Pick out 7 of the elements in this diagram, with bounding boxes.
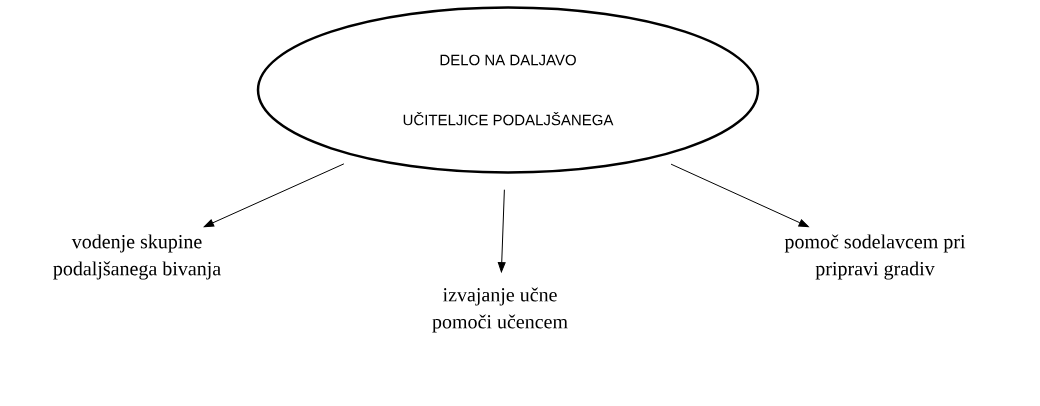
arrow [497,189,506,273]
ellipse-node: DELO NA DALJAVO UČITELJICE PODALJŠANEGA [256,6,760,174]
arrow [203,163,345,228]
node-text: izvajanje učne pomoči učencem [432,287,568,333]
arrow [670,163,809,228]
node-text: pomoč sodelavcem pri pripravi gradiv [784,234,966,280]
node-text: vodenje skupine podaljšanega bivanja [53,234,221,280]
